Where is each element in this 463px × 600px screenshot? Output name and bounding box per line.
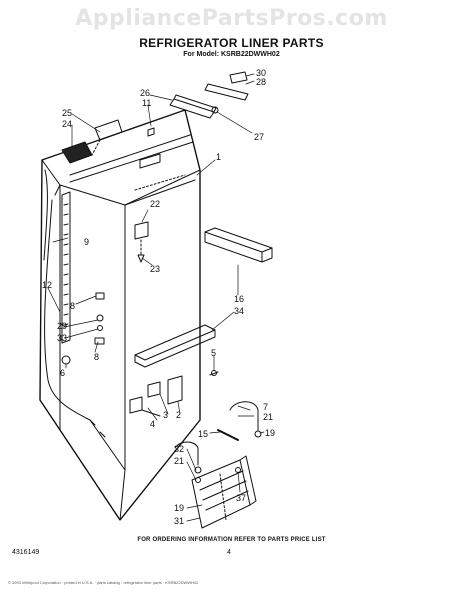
callout-25: 25 — [62, 108, 72, 118]
drawer-pan-part — [191, 455, 257, 529]
callout-11: 11 — [142, 98, 151, 108]
document-number: 4316149 — [12, 549, 40, 556]
callout-26: 26 — [140, 88, 150, 98]
fine-print: © 1993 Whirlpool Corporation · printed i… — [8, 580, 199, 585]
callout-19-lower: 19 — [174, 503, 184, 513]
callout-32: 32 — [174, 444, 184, 454]
small-fastener-parts — [61, 292, 106, 438]
page-number: 4 — [227, 549, 231, 556]
callout-8-upper: 8 — [70, 301, 75, 311]
shelf-support-part — [134, 324, 216, 368]
callout-12: 12 — [42, 280, 52, 290]
callout-7: 7 — [263, 402, 268, 412]
callout-23: 23 — [150, 264, 160, 274]
page-title: REFRIGERATOR LINER PARTS — [139, 36, 324, 50]
callout-27: 27 — [254, 132, 264, 142]
callout-9: 9 — [84, 237, 89, 247]
callout-8-lower: 8 — [94, 352, 99, 362]
vertical-rail-part — [61, 191, 71, 344]
lower-bracket-parts — [129, 375, 183, 417]
callout-5: 5 — [211, 348, 216, 358]
callout-6: 6 — [60, 368, 65, 378]
side-rail-part — [204, 227, 273, 263]
wire-harness-part — [174, 401, 262, 483]
callout-21-upper: 21 — [263, 412, 273, 422]
top-rail-parts — [147, 71, 249, 137]
bracket-part — [134, 221, 149, 263]
callout-15: 15 — [198, 429, 208, 439]
callout-2: 2 — [176, 410, 181, 420]
refrigerator-liner-part — [39, 109, 201, 521]
ordering-note: FOR ORDERING INFORMATION REFER TO PARTS … — [137, 537, 326, 543]
callout-24: 24 — [62, 119, 72, 129]
watermark-text: AppliancePartsPros.com — [75, 6, 388, 31]
callout-30: 30 — [256, 68, 266, 78]
callout-29: 29 — [57, 321, 67, 331]
callout-31: 31 — [174, 516, 184, 526]
light-socket-part — [61, 119, 123, 164]
callout-numbers: 30 28 26 11 27 25 24 1 22 23 9 12 8 29 3… — [42, 68, 275, 526]
callout-33: 33 — [57, 333, 67, 343]
callout-leader-lines — [47, 73, 265, 522]
screw-part — [209, 370, 219, 376]
callout-21-lower: 21 — [174, 456, 184, 466]
model-subtitle: For Model: KSRB22DWWH02 — [183, 51, 280, 58]
callout-4: 4 — [150, 419, 155, 429]
callout-3: 3 — [163, 410, 168, 420]
callout-19-upper: 19 — [265, 428, 275, 438]
callout-1: 1 — [216, 152, 221, 162]
callout-37: 37 — [236, 493, 246, 503]
callout-34: 34 — [234, 306, 244, 316]
callout-16: 16 — [234, 294, 244, 304]
callout-28: 28 — [256, 77, 266, 87]
callout-22: 22 — [150, 199, 160, 209]
